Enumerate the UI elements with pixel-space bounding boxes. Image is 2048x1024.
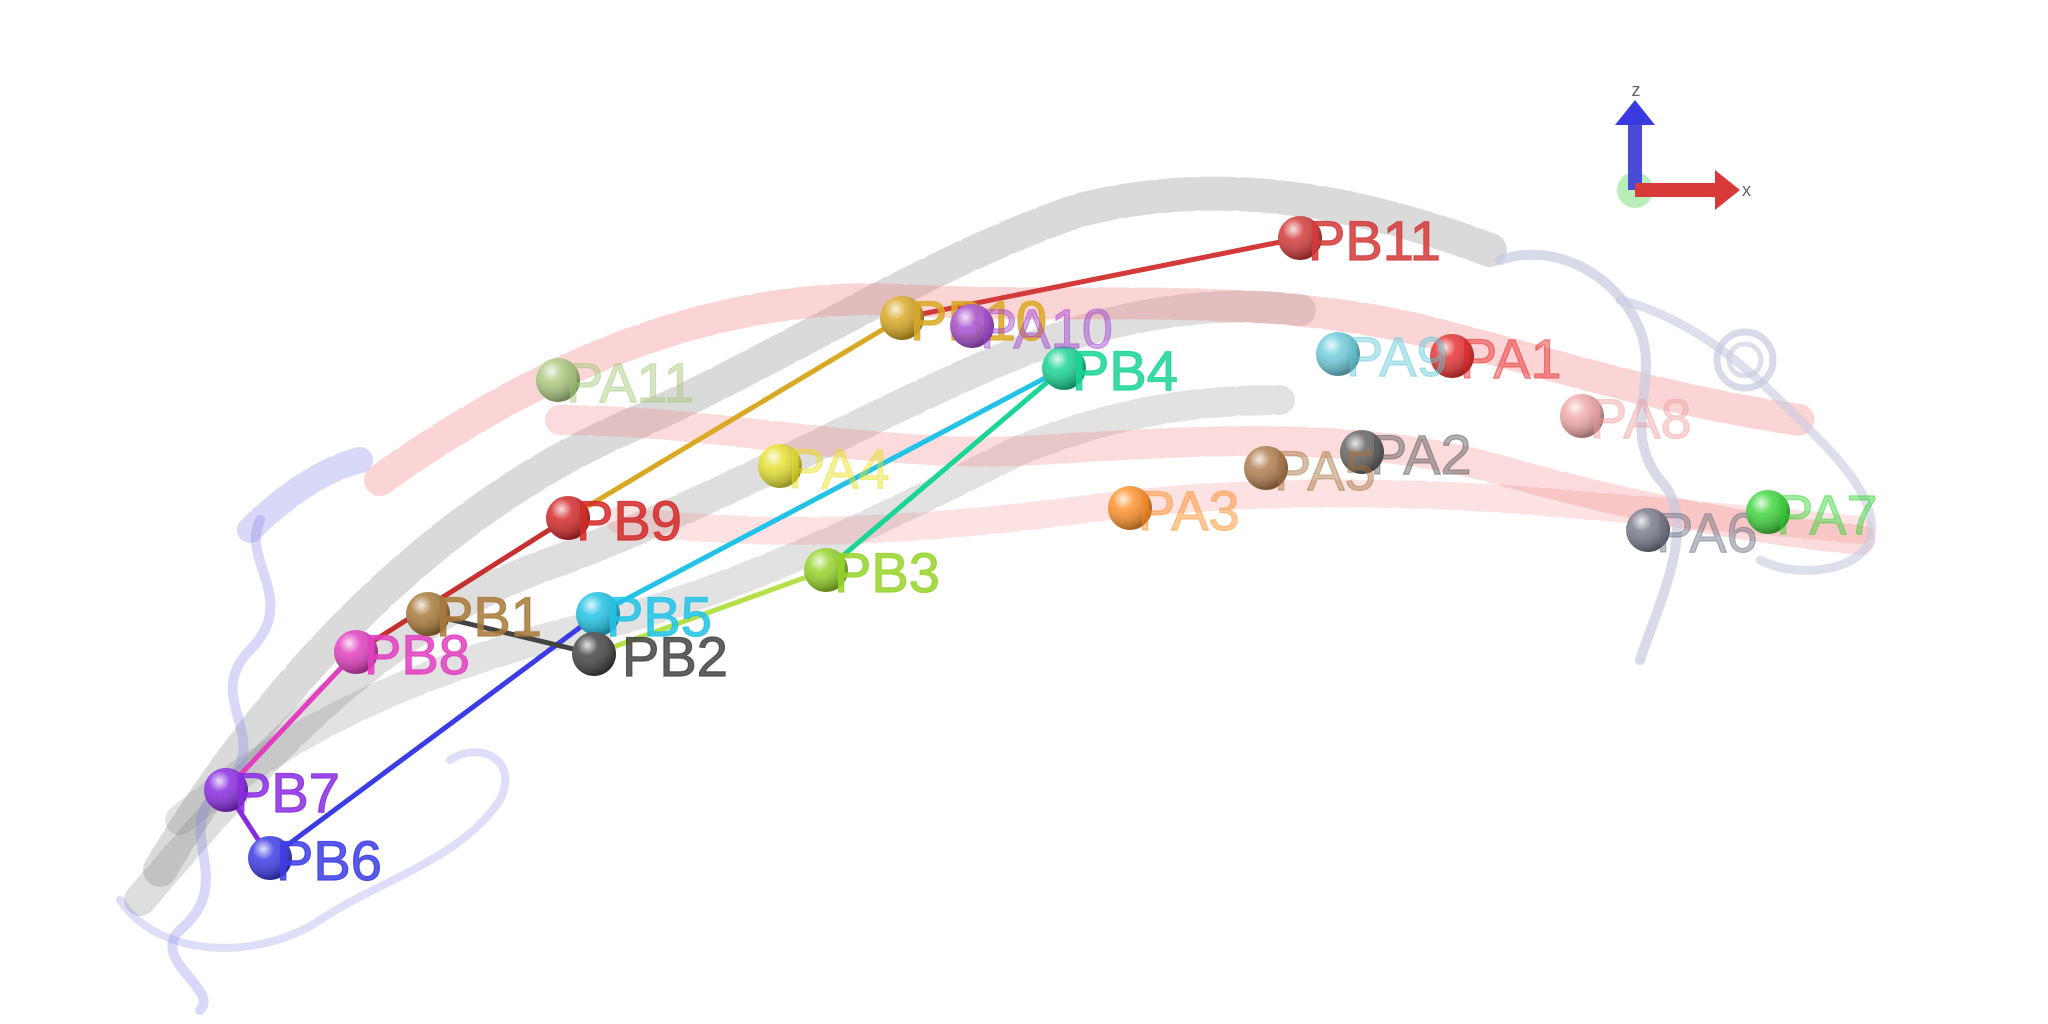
orientation-axes: z x xyxy=(1615,80,1751,210)
label-pb9: PB9 xyxy=(576,489,682,552)
label-pa1: PA1 xyxy=(1460,327,1562,390)
connection-pb8-pb7 xyxy=(223,649,359,793)
gray-helix-lower xyxy=(165,385,1295,835)
sphere-highlight-pb4 xyxy=(1042,346,1086,390)
atom-pa10[interactable]: PA10 xyxy=(950,296,1113,361)
atom-pa2[interactable]: PA2 xyxy=(1340,422,1472,487)
blue-helix-top xyxy=(237,447,373,543)
atom-pa9[interactable]: PA9 xyxy=(1316,324,1448,389)
sphere-highlight-pa8 xyxy=(1560,394,1604,438)
label-pa4: PA4 xyxy=(788,437,890,500)
label-pb2: PB2 xyxy=(622,625,728,688)
sphere-highlight-pa2 xyxy=(1340,430,1384,474)
label-pa8: PA8 xyxy=(1590,387,1692,450)
atom-pa11[interactable]: PA11 xyxy=(536,350,695,415)
sphere-highlight-pa4 xyxy=(758,444,802,488)
atom-pa5[interactable]: PA5 xyxy=(1244,438,1376,503)
sphere-highlight-pa5 xyxy=(1244,446,1288,490)
sphere-highlight-pb5 xyxy=(576,592,620,636)
label-pb6: PB6 xyxy=(276,829,382,892)
sphere-highlight-pa6 xyxy=(1626,508,1670,552)
z-axis-shaft xyxy=(1628,125,1642,190)
atom-pb2[interactable]: PB2 xyxy=(572,624,728,689)
atom-pb3[interactable]: PB3 xyxy=(804,540,940,605)
z-axis-label: z xyxy=(1632,80,1641,100)
atom-pb7[interactable]: PB7 xyxy=(204,760,340,825)
gray-helix-upper xyxy=(143,176,1507,887)
sphere-highlight-pb2 xyxy=(572,632,616,676)
white-helix-spring-inner xyxy=(1726,341,1764,379)
atom-pb11[interactable]: PB11 xyxy=(1278,208,1441,273)
atom-pa1[interactable]: PA1 xyxy=(1430,326,1562,391)
label-pb1: PB1 xyxy=(436,585,542,648)
sphere-highlight-pb8 xyxy=(334,630,378,674)
label-pa6: PA6 xyxy=(1656,501,1758,564)
atom-pb1[interactable]: PB1 xyxy=(406,584,542,649)
gray-helix-middle xyxy=(124,290,1316,916)
sphere-highlight-pb7 xyxy=(204,768,248,812)
atom-pa6[interactable]: PA6 xyxy=(1626,500,1758,565)
connection-pb9-pb8 xyxy=(353,515,571,655)
atom-markers: PB11PB10PB9PB8PB7PB6PB5PB4PB3PB2PB1PA1PA… xyxy=(204,208,1878,893)
sphere-highlight-pa10 xyxy=(950,304,994,348)
label-pb3: PB3 xyxy=(834,541,940,604)
connection-pb3-pb2 xyxy=(591,567,829,657)
sphere-highlight-pb6 xyxy=(248,836,292,880)
sphere-highlight-pa3 xyxy=(1108,486,1152,530)
sphere-highlight-pb9 xyxy=(546,496,590,540)
white-helix-spring xyxy=(1713,328,1777,392)
blue-coil-bottom xyxy=(116,748,510,952)
sphere-highlight-pb1 xyxy=(406,592,450,636)
label-pb11: PB11 xyxy=(1308,209,1441,272)
atom-pa8[interactable]: PA8 xyxy=(1560,386,1692,451)
sphere-highlight-pa7 xyxy=(1746,490,1790,534)
atom-pa3[interactable]: PA3 xyxy=(1108,478,1240,543)
x-axis-label: x xyxy=(1742,180,1751,200)
connection-pb6-pb5 xyxy=(267,611,601,861)
label-pa10: PA10 xyxy=(980,297,1113,360)
atom-pa4[interactable]: PA4 xyxy=(758,436,890,501)
white-coil-right-2 xyxy=(1615,295,1876,575)
connection-pb4-pb3 xyxy=(823,365,1067,573)
z-axis-arrowhead xyxy=(1615,100,1655,125)
white-coil-right xyxy=(1495,249,1683,665)
atom-pb6[interactable]: PB6 xyxy=(248,828,382,893)
sphere-highlight-pb10 xyxy=(880,296,924,340)
protein-ribbon-background xyxy=(116,176,1876,1015)
x-axis-arrowhead xyxy=(1715,170,1740,210)
x-axis-shaft xyxy=(1635,183,1715,197)
label-pb7: PB7 xyxy=(234,761,340,824)
label-pa3: PA3 xyxy=(1138,479,1240,542)
atom-pb8[interactable]: PB8 xyxy=(334,622,470,687)
label-pa9: PA9 xyxy=(1346,325,1448,388)
sphere-highlight-pa1 xyxy=(1430,334,1474,378)
atom-pb9[interactable]: PB9 xyxy=(546,488,682,553)
connection-lines xyxy=(223,235,1303,861)
label-pb8: PB8 xyxy=(364,623,470,686)
atom-pb4[interactable]: PB4 xyxy=(1042,338,1178,403)
label-pb4: PB4 xyxy=(1072,339,1178,402)
sphere-highlight-pb3 xyxy=(804,548,848,592)
atom-pa7[interactable]: PA7 xyxy=(1746,482,1878,547)
label-pa2: PA2 xyxy=(1370,423,1472,486)
sphere-highlight-pb11 xyxy=(1278,216,1322,260)
label-pa7: PA7 xyxy=(1776,483,1878,546)
sphere-highlight-pa11 xyxy=(536,358,580,402)
red-helix-upper xyxy=(364,283,1816,496)
connection-pb2-pb1 xyxy=(425,611,597,657)
label-pa5: PA5 xyxy=(1274,439,1376,502)
label-pa11: PA11 xyxy=(566,351,695,414)
label-pb5: PB5 xyxy=(606,585,712,648)
connection-pb5-pb4 xyxy=(595,365,1067,617)
connection-pb10-pb9 xyxy=(565,315,905,521)
atom-pb5[interactable]: PB5 xyxy=(576,584,712,649)
sphere-highlight-pa9 xyxy=(1316,332,1360,376)
